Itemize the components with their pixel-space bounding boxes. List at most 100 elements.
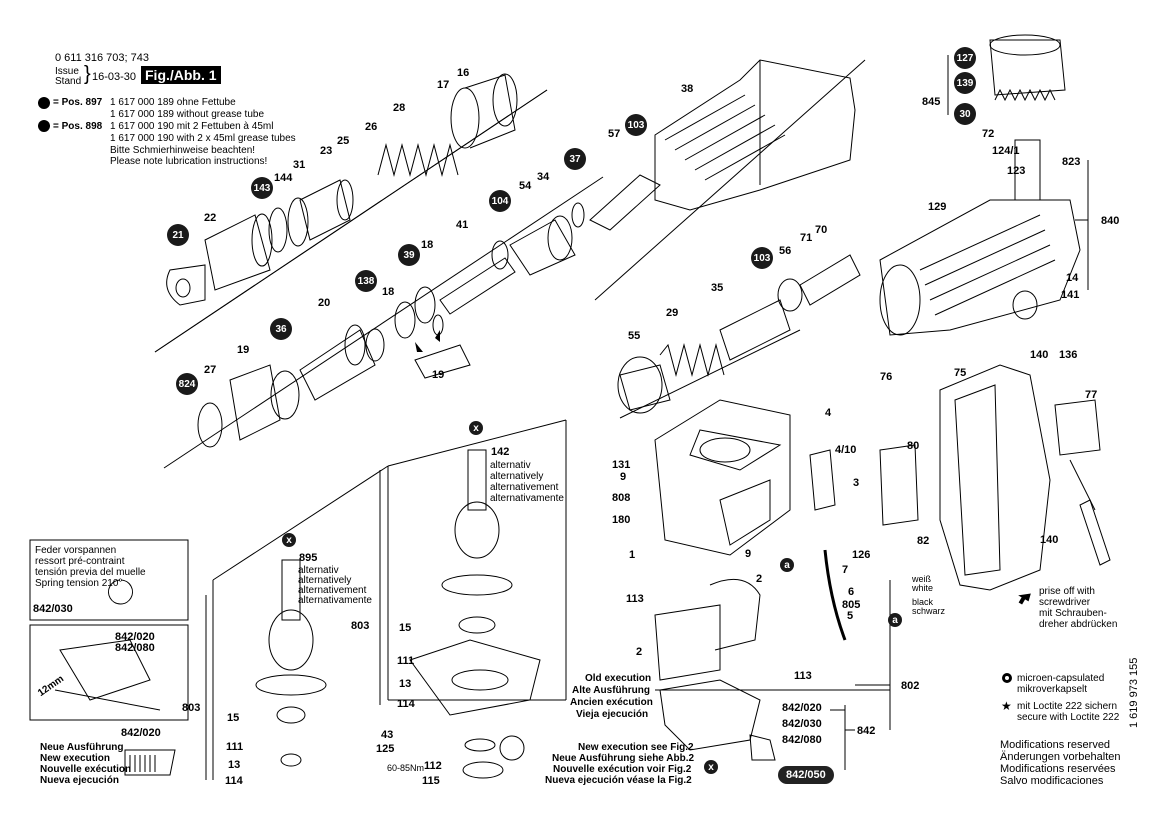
- badge-x-bottom: x: [704, 760, 718, 774]
- part-label: 77: [1085, 389, 1098, 401]
- badge-36: 36: [270, 318, 292, 340]
- issue-date: 16-03-30: [92, 71, 137, 83]
- prise-2: mit Schrauben-: [1039, 608, 1107, 619]
- part-label: 28: [393, 102, 406, 114]
- part-label: 842/080: [115, 642, 155, 654]
- old-version-1: Alte Ausführung: [572, 685, 650, 696]
- part-label: 805: [842, 599, 861, 611]
- part-label: 802: [901, 680, 920, 692]
- part-label: 25: [337, 135, 350, 147]
- part-label: 840: [1101, 215, 1120, 227]
- prise-1: screwdriver: [1039, 597, 1091, 608]
- part-label: 55: [628, 330, 641, 342]
- part-label: 140: [1040, 534, 1059, 546]
- badge-30: 30: [954, 103, 976, 125]
- pos898-label: = Pos. 898: [53, 121, 103, 132]
- alternativ-mid-3: alternativamente: [490, 493, 564, 504]
- alternativ-mid-0: alternativ: [490, 460, 531, 471]
- part-label: 144: [274, 172, 293, 184]
- part-label: 123: [1007, 165, 1026, 177]
- part-label: 112: [424, 760, 442, 772]
- spring-tension-1: ressort pré-contraint: [35, 556, 125, 567]
- prise-3: dreher abdrücken: [1039, 619, 1118, 630]
- part-label: 75: [954, 367, 967, 379]
- part-label: 842/020: [115, 631, 155, 643]
- part-label: 20: [318, 297, 331, 309]
- badge-a-top: a: [780, 558, 794, 572]
- part-label: 17: [437, 79, 450, 91]
- lubrication-line-3: 1 617 000 190 with 2 x 45ml grease tubes: [110, 133, 296, 144]
- lubrication-line-0: 1 617 000 189 ohne Fettube: [110, 97, 236, 108]
- old-version-3: Vieja ejecución: [576, 709, 649, 720]
- new-version-0: Neue Ausführung: [40, 742, 124, 753]
- part-label: 19: [237, 344, 250, 356]
- part-label: 1: [629, 549, 636, 561]
- part-label: 18: [382, 286, 395, 298]
- part-label: 82: [917, 535, 930, 547]
- badge-138: 138: [355, 270, 377, 292]
- part-label: 131: [612, 459, 631, 471]
- part-label: 72: [982, 128, 995, 140]
- part-label: 842/020: [121, 727, 161, 739]
- badge-103-top: 103: [625, 114, 647, 136]
- doc-number: 0 611 316 703; 743: [55, 52, 149, 64]
- part-label: 31: [293, 159, 306, 171]
- new-version-3: Nueva ejecución: [40, 775, 119, 786]
- part-label: 76: [880, 371, 893, 383]
- modifications-1: Änderungen vorbehalten: [1000, 751, 1121, 763]
- part-label: 56: [779, 245, 792, 257]
- see-fig2-0: New execution see Fig.2: [578, 742, 694, 753]
- lubrication-line-5: Please note lubrication instructions!: [110, 156, 268, 167]
- badge-37: 37: [564, 148, 586, 170]
- spring-tension-0: Feder vorspannen: [35, 545, 117, 556]
- part-label: 9: [620, 471, 627, 483]
- part-label: 845: [922, 96, 941, 108]
- part-label: 29: [666, 307, 679, 319]
- part-label: 4: [825, 407, 832, 419]
- part-label: 26: [365, 121, 378, 133]
- badge-39: 39: [398, 244, 420, 266]
- modifications-3: Salvo modificaciones: [1000, 775, 1104, 787]
- spring-tension-3: Spring tension 210°: [35, 578, 123, 589]
- part-label: 140: [1030, 349, 1049, 361]
- part-label: 895: [299, 552, 318, 564]
- badge-a-bottom: a: [888, 613, 902, 627]
- badge-842-050: 842/050: [778, 766, 834, 784]
- old-version-0: Old execution: [585, 673, 652, 684]
- badge-x-left: x: [282, 533, 296, 547]
- part-label: 4/10: [835, 444, 857, 456]
- modifications-0: Modifications reserved: [1000, 739, 1111, 751]
- issue-label: Issue Stand: [55, 67, 81, 87]
- part-label: 136: [1059, 349, 1078, 361]
- part-label: 180: [612, 514, 631, 526]
- part-label: 14: [1066, 272, 1079, 284]
- part-label: 7: [842, 564, 849, 576]
- part-label: 842/030: [33, 603, 73, 615]
- part-label: 111: [226, 741, 244, 753]
- part-label: 842/080: [782, 734, 822, 746]
- part-label: 3: [853, 477, 860, 489]
- legend-microen-0: microen-capsulated: [1017, 673, 1105, 684]
- part-label: 113: [626, 593, 644, 605]
- new-version-1: New execution: [40, 753, 111, 764]
- part-label: 43: [381, 729, 394, 741]
- issue-label-text: Issue Stand: [55, 66, 82, 87]
- alternativ-left-0: alternativ: [298, 565, 339, 576]
- part-label: 842/020: [782, 702, 822, 714]
- badge-139: 139: [954, 72, 976, 94]
- part-label: 70: [815, 224, 828, 236]
- badge-824: 824: [176, 373, 198, 395]
- see-fig2-1: Neue Ausführung siehe Abb.2: [552, 753, 695, 764]
- alternativ-left-2: alternativement: [298, 585, 367, 596]
- badge-143: 143: [251, 177, 273, 199]
- part-label: 842/030: [782, 718, 822, 730]
- part-label: 111: [397, 655, 415, 667]
- part-label: 19: [432, 369, 445, 381]
- part-label: 54: [519, 180, 532, 192]
- part-label: 9: [745, 548, 752, 560]
- wire-schwarz: schwarz: [912, 606, 946, 616]
- alternativ-mid-2: alternativement: [490, 482, 559, 493]
- alternativ-mid-1: alternatively: [490, 471, 544, 482]
- wire-weiss: weiß: [912, 574, 932, 584]
